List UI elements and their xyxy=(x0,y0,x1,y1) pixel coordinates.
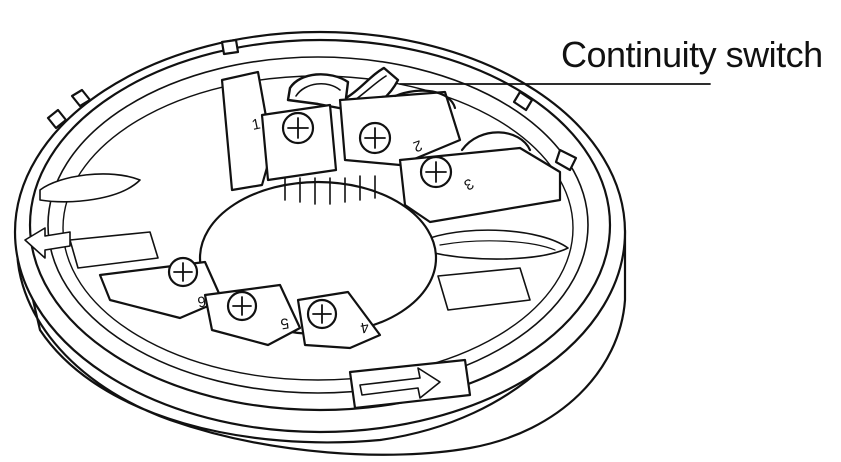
terminal-number-6: 6 xyxy=(196,292,207,310)
rim-notch xyxy=(46,108,68,130)
left-arrow xyxy=(24,227,71,259)
base-outer-rim xyxy=(16,228,627,456)
rim-notch xyxy=(554,148,578,172)
right-block xyxy=(437,267,531,311)
rim-notch xyxy=(70,88,92,108)
jumper-wire-2 xyxy=(393,89,457,110)
lock-arrow xyxy=(359,367,441,399)
jumper-wire-3 xyxy=(460,131,532,152)
terminal-number-5: 5 xyxy=(279,314,290,332)
rim-notch xyxy=(512,90,534,112)
screw-slot-4 xyxy=(312,304,332,324)
left-block xyxy=(69,231,159,269)
rim-notch xyxy=(220,38,240,56)
screw-slot-6 xyxy=(173,262,193,282)
comb-posts xyxy=(284,175,376,205)
screw-slot-1 xyxy=(287,117,309,139)
screw-slot-2 xyxy=(364,127,386,149)
left-slot xyxy=(39,173,141,203)
terminal-number-4: 4 xyxy=(359,318,370,336)
continuity-switch-label: Continuity switch xyxy=(561,34,823,75)
right-slot-inner xyxy=(439,240,556,251)
screw-slot-3 xyxy=(425,161,447,183)
screw-slot-5 xyxy=(232,296,252,316)
terminal-number-1: 1 xyxy=(250,116,262,134)
